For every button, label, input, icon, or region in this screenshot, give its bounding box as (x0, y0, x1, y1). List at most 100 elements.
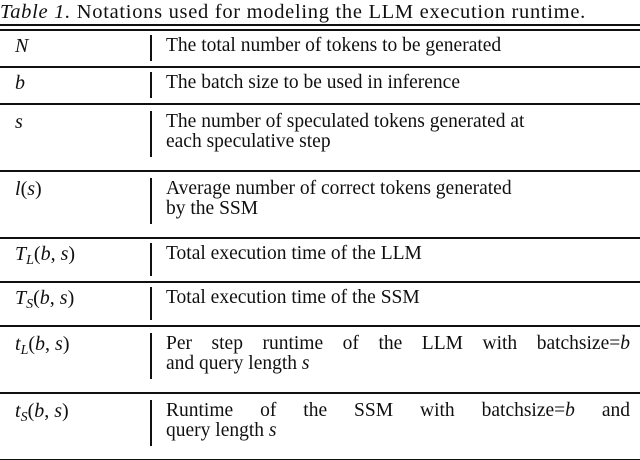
description-text: each speculative step (166, 131, 331, 152)
symbol-cell: tL(b, s) (0, 334, 150, 374)
table-row: tL(b, s) Per step runtime of the LLM wit… (0, 325, 640, 392)
symbol-arg: b (40, 243, 51, 265)
symbol-main: b (15, 72, 25, 94)
column-divider (150, 35, 152, 61)
description-cell: Total execution time of the LLM (152, 244, 640, 271)
symbol-cell: TL(b, s) (0, 244, 150, 271)
symbol-cell: s (0, 112, 150, 152)
inline-math: b (565, 400, 575, 421)
caption-label: Table 1. (0, 1, 71, 23)
table-row: b The batch size to be used in inference (0, 66, 640, 103)
symbol-main: N (15, 35, 29, 57)
description-text: and (574, 400, 630, 421)
symbol-cell: l(s) (0, 179, 150, 219)
symbol-main: t (15, 400, 21, 422)
symbol-arg: b (39, 287, 50, 309)
description-cell: Average number of correct tokens generat… (152, 179, 640, 219)
symbol-paren-open: ( (33, 243, 41, 265)
symbol-cell: tS(b, s) (0, 401, 150, 441)
description-cell: The batch size to be used in inference (152, 73, 640, 93)
column-divider (150, 287, 152, 320)
inline-math: s (301, 353, 310, 374)
description-text: The total number of tokens to be generat… (166, 35, 502, 56)
symbol-subscript: L (26, 253, 34, 268)
symbol-paren-close: ) (35, 178, 42, 200)
symbol-comma: , (49, 287, 60, 309)
column-divider (150, 178, 152, 224)
description-cell: Runtime of the SSM with batchsize=b and … (152, 401, 640, 441)
symbol-arg: b (34, 400, 45, 422)
table-row: l(s) Average number of correct tokens ge… (0, 170, 640, 237)
description-line: Average number of correct tokens generat… (166, 179, 630, 199)
symbol-paren-open: ( (28, 333, 36, 355)
description-line: Runtime of the SSM with batchsize=b and (166, 401, 630, 421)
table-caption: Table 1. Notations used for modeling the… (0, 2, 640, 23)
symbol-arg: s (27, 178, 36, 200)
symbol-comma: , (44, 400, 55, 422)
symbol-main: T (15, 287, 27, 309)
symbol-paren-open: ( (20, 178, 28, 200)
symbol-paren-open: ( (33, 287, 40, 309)
description-line: The batch size to be used in inference (166, 73, 630, 93)
description-text: Runtime of the SSM with batchsize= (166, 400, 566, 421)
description-text: and query length (166, 353, 302, 374)
inline-math: s (268, 420, 277, 441)
table-row: TS(b, s) Total execution time of the SSM (0, 281, 640, 325)
description-cell: The number of speculated tokens generate… (152, 112, 640, 152)
description-line: The number of speculated tokens generate… (166, 112, 630, 132)
table-row: TL(b, s) Total execution time of the LLM (0, 237, 640, 281)
symbol-arg: s (55, 333, 63, 355)
description-line: and query length s (166, 354, 630, 374)
table-row: N The total number of tokens to be gener… (0, 31, 640, 66)
description-line: by the SSM (166, 199, 630, 219)
description-cell: Per step runtime of the LLM with batchsi… (152, 334, 640, 374)
description-text: query length (166, 420, 269, 441)
description-line: Per step runtime of the LLM with batchsi… (166, 334, 630, 354)
inline-math: b (620, 333, 630, 354)
symbol-main: s (15, 111, 23, 133)
symbol-arg: b (35, 333, 46, 355)
symbol-main: l (15, 178, 21, 200)
caption-text: Notations used for modeling the LLM exec… (76, 1, 586, 23)
symbol-comma: , (45, 333, 56, 355)
table-row: s The number of speculated tokens genera… (0, 103, 640, 170)
symbol-main: T (15, 243, 27, 265)
symbol-arg: s (54, 400, 63, 422)
description-text: The batch size to be used in inference (166, 72, 460, 93)
description-line: The total number of tokens to be generat… (166, 36, 630, 56)
symbol-paren-open: ( (27, 400, 35, 422)
symbol-main: t (15, 333, 21, 355)
description-text: The number of speculated tokens generate… (166, 111, 525, 132)
symbol-arg: s (60, 243, 69, 265)
description-cell: The total number of tokens to be generat… (152, 36, 640, 56)
column-divider (150, 400, 152, 446)
symbol-cell: TS(b, s) (0, 288, 150, 315)
symbol-paren-close: ) (67, 287, 75, 309)
description-line: Total execution time of the LLM (166, 244, 630, 264)
symbol-subscript: L (20, 343, 29, 358)
symbol-cell: b (0, 73, 150, 93)
symbol-paren-close: ) (62, 333, 70, 355)
description-text: Total execution time of the SSM (166, 287, 420, 308)
column-divider (150, 333, 152, 379)
column-divider (150, 72, 152, 98)
symbol-subscript: S (26, 297, 34, 312)
description-text: Total execution time of the LLM (166, 243, 422, 264)
table-row: tS(b, s) Runtime of the SSM with batchsi… (0, 392, 640, 459)
description-text: by the SSM (166, 198, 259, 219)
symbol-paren-close: ) (62, 400, 69, 422)
description-text: Average number of correct tokens generat… (166, 178, 512, 199)
column-divider (150, 243, 152, 276)
symbol-comma: , (50, 243, 61, 265)
description-cell: Total execution time of the SSM (152, 288, 640, 315)
notation-table: N The total number of tokens to be gener… (0, 31, 640, 460)
column-divider (150, 111, 152, 157)
description-line: query length s (166, 421, 630, 441)
double-rule (0, 24, 640, 31)
symbol-arg: s (59, 287, 68, 309)
description-line: each speculative step (166, 132, 630, 152)
symbol-paren-close: ) (68, 243, 76, 265)
description-line: Total execution time of the SSM (166, 288, 630, 308)
symbol-cell: N (0, 36, 150, 56)
